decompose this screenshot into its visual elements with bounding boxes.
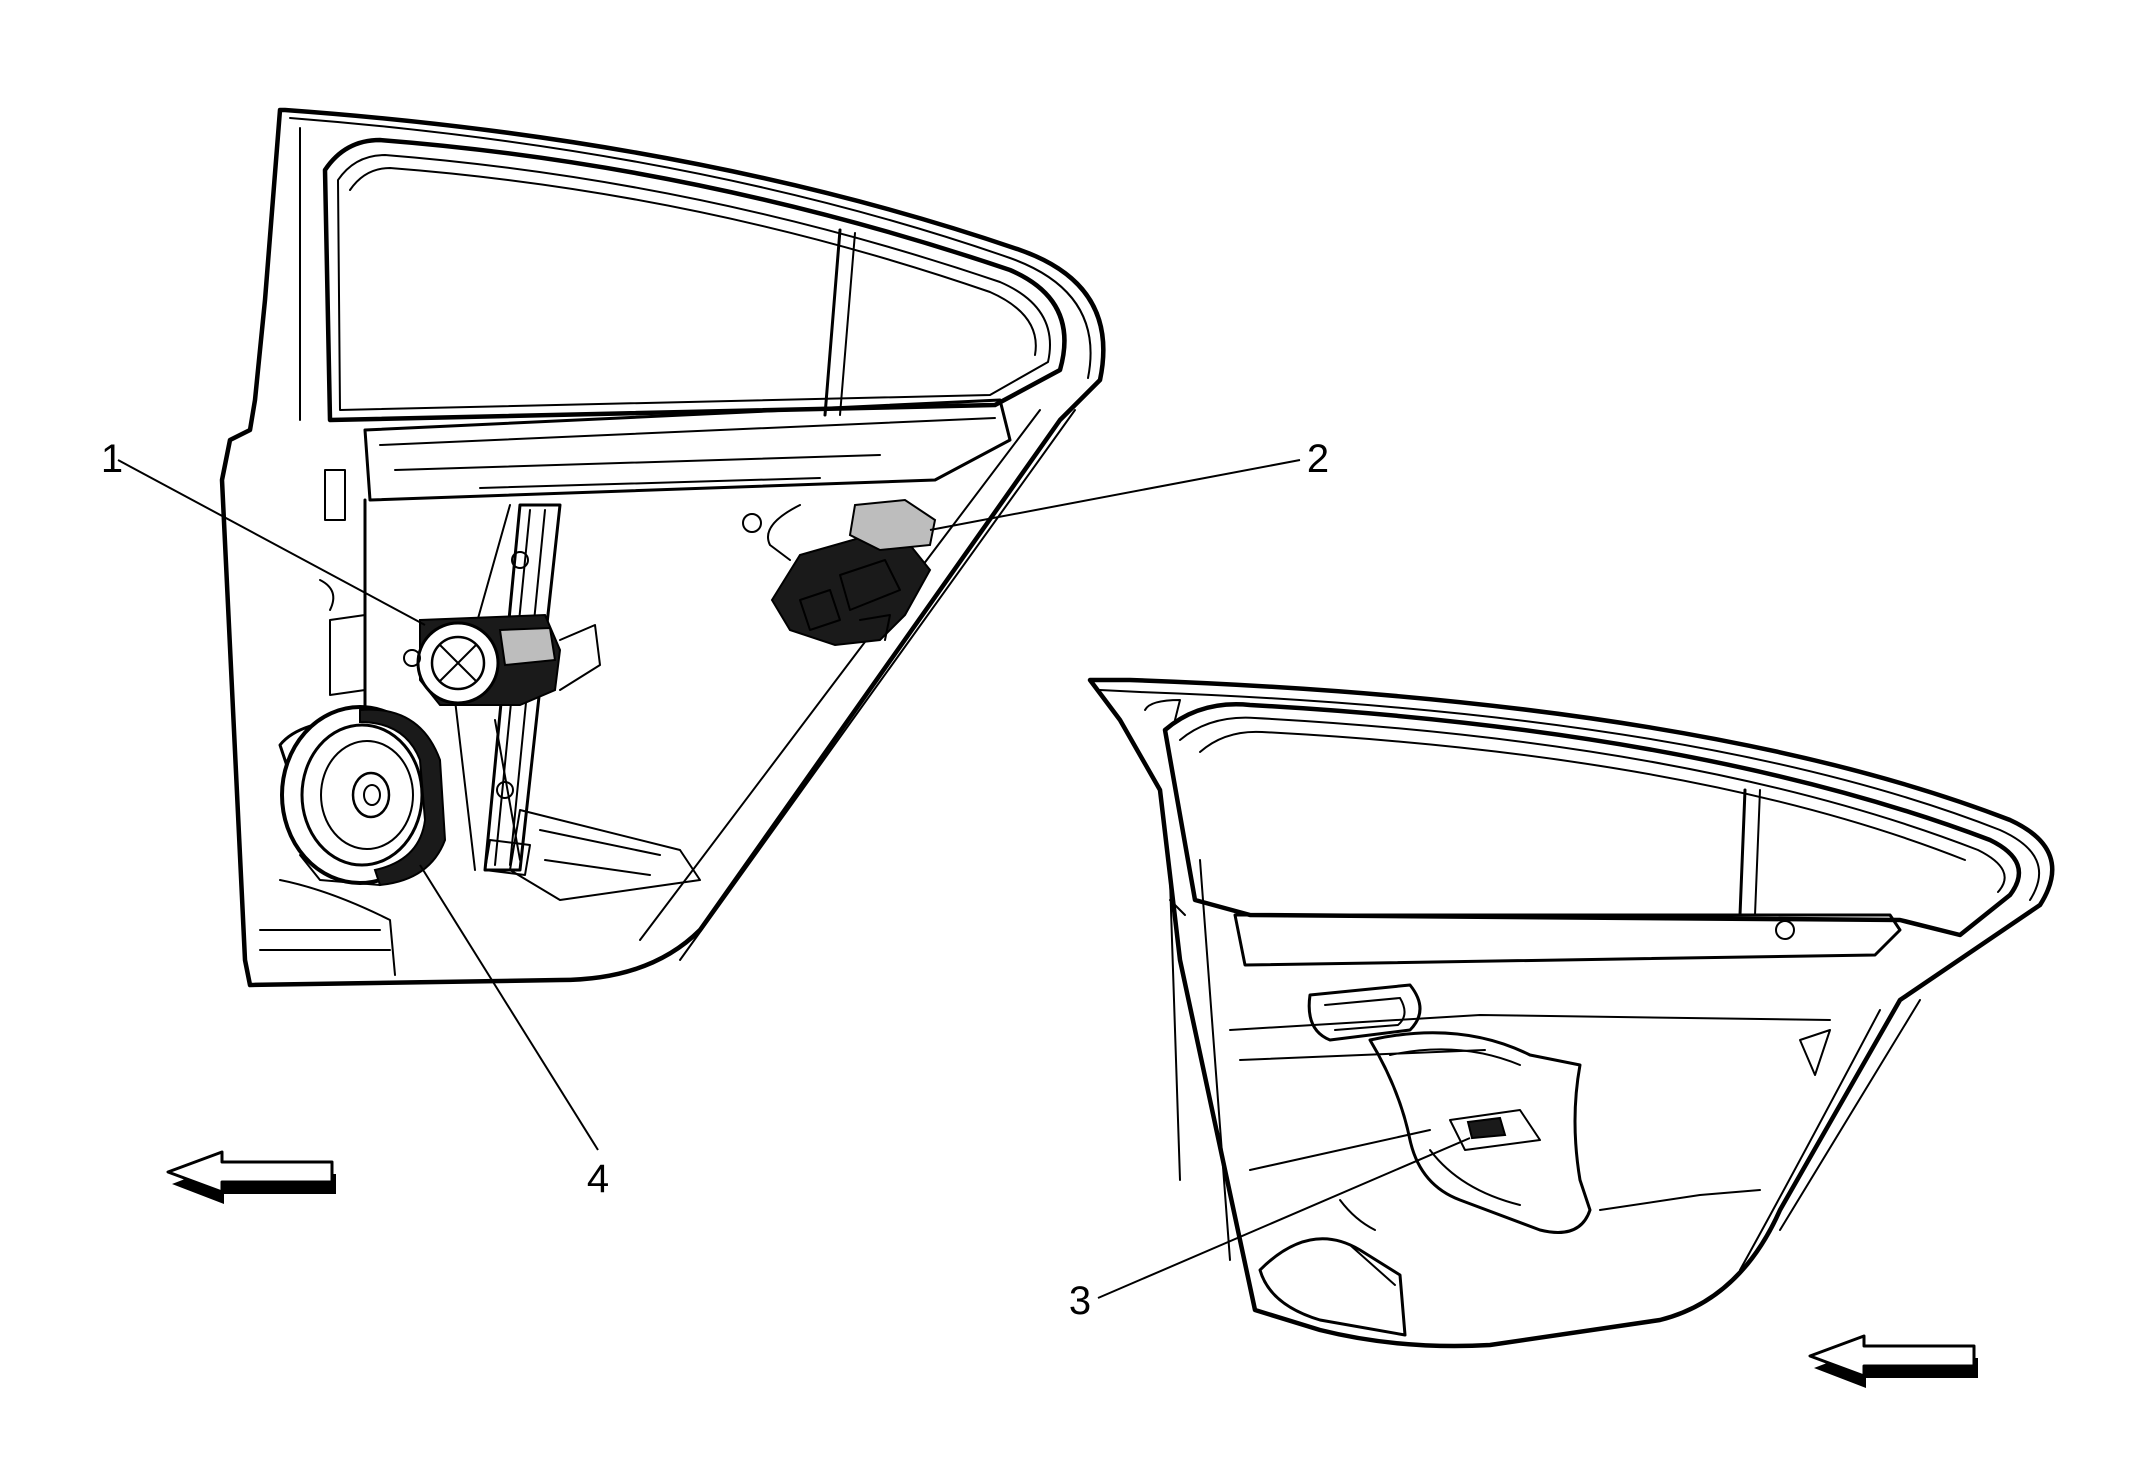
door-trim-panel — [1087, 677, 2055, 1349]
door-speaker — [280, 705, 447, 887]
leader-line-2 — [929, 459, 1301, 531]
callout-2: 2 — [1307, 437, 1329, 481]
leader-line-3 — [1097, 1137, 1471, 1299]
callout-3: 3 — [1069, 1279, 1091, 1323]
left-arrow-icon — [1808, 1334, 1978, 1388]
leader-line-1 — [117, 459, 426, 626]
window-regulator-motor — [403, 613, 601, 706]
left-arrow-icon — [166, 1150, 336, 1204]
callout-4: 4 — [587, 1157, 609, 1201]
callout-1: 1 — [101, 437, 123, 481]
door-lock-actuator — [742, 498, 937, 647]
leader-line-4 — [419, 864, 599, 1151]
